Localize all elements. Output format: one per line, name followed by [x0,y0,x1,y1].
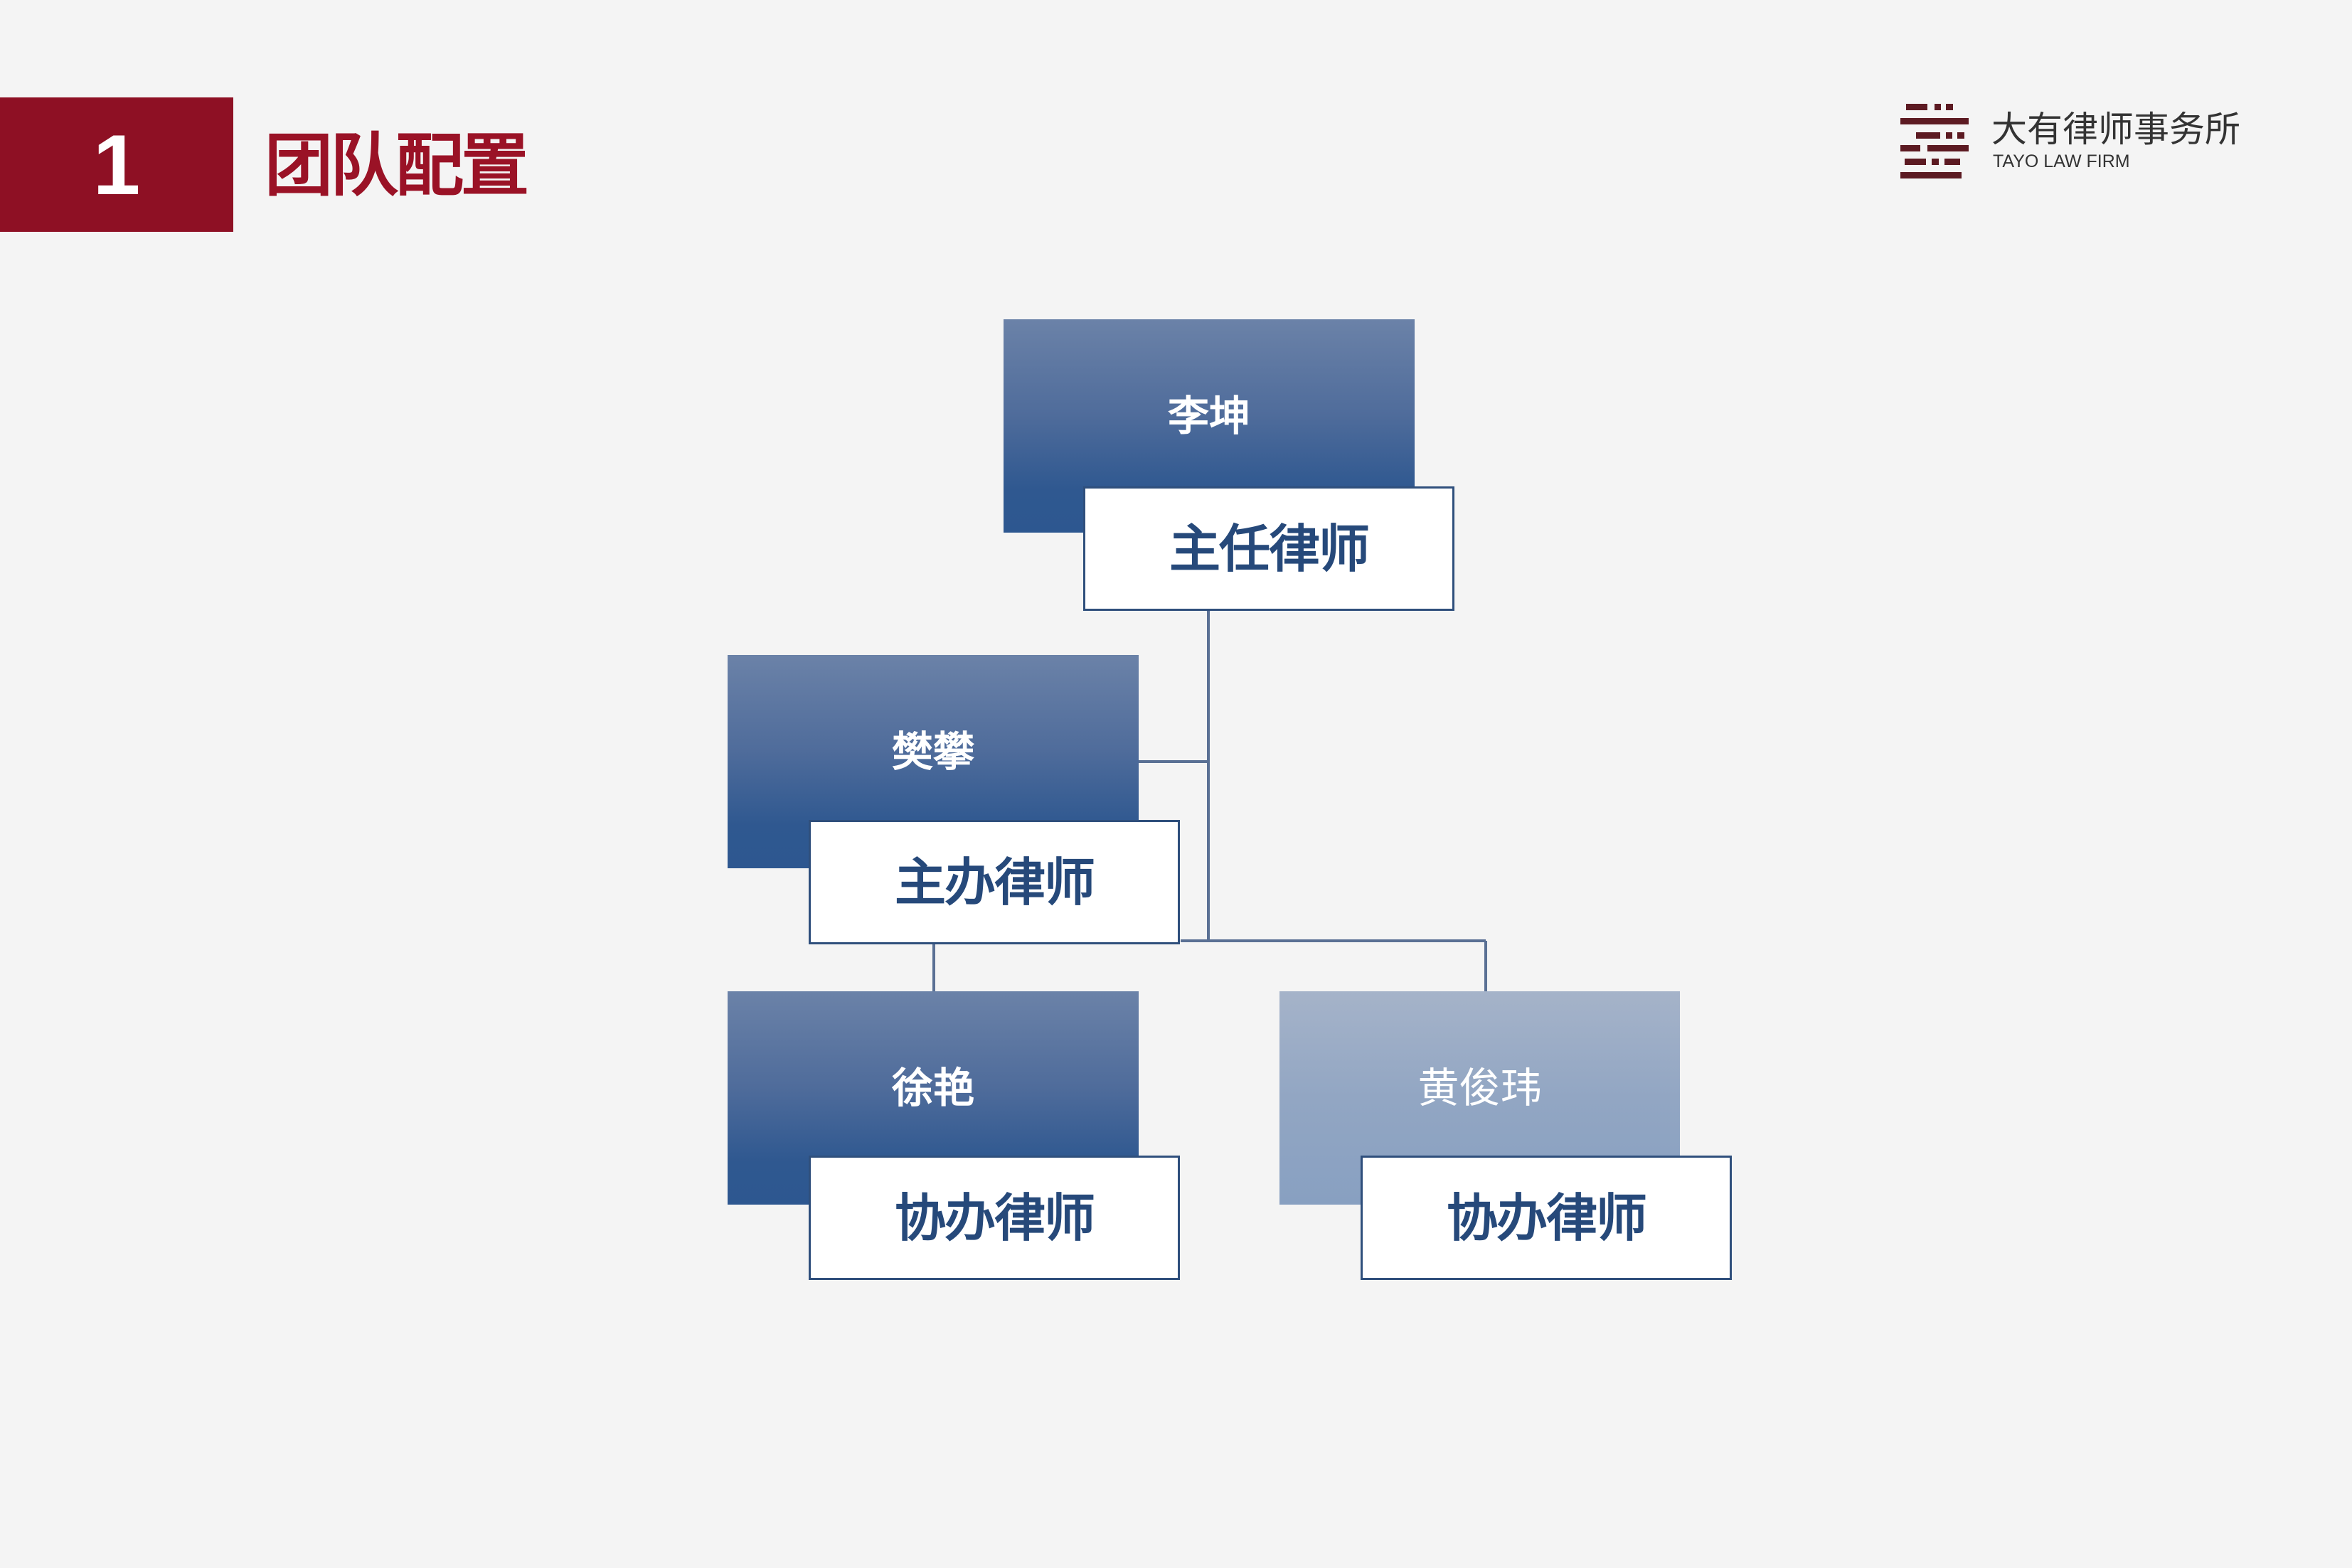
firm-name: 大有律师事务所 [1991,109,2240,150]
node-assist2-name: 黄俊玮 [1417,1064,1542,1112]
firm-logo: 大有律师事务所 TAYO LAW FIRM [1900,104,2240,182]
tayo-logo-icon [1900,104,1969,178]
node-assist2-role-box: 协办律师 [1361,1156,1732,1280]
node-director-role-box: 主任律师 [1083,486,1454,611]
node-assist2-role: 协办律师 [1446,1188,1647,1248]
node-director-role: 主任律师 [1169,518,1370,579]
node-assist1-name: 徐艳 [891,1064,974,1112]
page-title: 团队配置 [265,126,529,206]
node-lead-name: 樊攀 [891,727,974,776]
firm-english-name: TAYO LAW FIRM [1993,151,2130,171]
section-number-badge: 1 [0,97,233,232]
node-director-name: 李坤 [1167,392,1250,440]
node-assist1-role-box: 协办律师 [809,1156,1180,1280]
section-number: 1 [92,117,141,213]
node-lead-role-box: 主办律师 [809,820,1180,944]
node-assist1-role: 协办律师 [894,1188,1095,1248]
node-lead-role: 主办律师 [894,852,1095,912]
